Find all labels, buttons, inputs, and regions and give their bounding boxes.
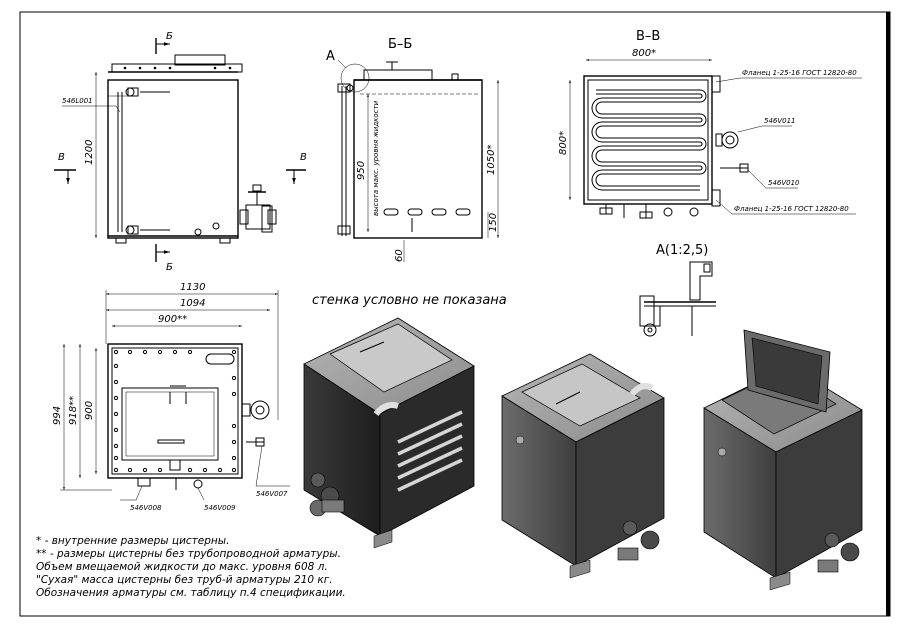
top-view: 1130 1094 900** bbox=[52, 282, 290, 512]
label-546V010: 546V010 bbox=[768, 179, 800, 187]
iso-tank-cutaway bbox=[303, 317, 475, 549]
dim-150: 150 bbox=[488, 213, 499, 232]
section-b-top: Б bbox=[166, 31, 173, 42]
iso-valve-1 bbox=[309, 472, 345, 517]
iso-caption: стенка условно не показана bbox=[312, 293, 507, 308]
dim-900-v: 900 bbox=[84, 401, 95, 420]
section-bb-title: Б–Б bbox=[388, 37, 412, 52]
label-546V008: 546V008 bbox=[130, 504, 162, 512]
detail-a-title: А(1:2,5) bbox=[656, 243, 708, 258]
dim-900-h: 900** bbox=[158, 314, 187, 325]
dim-1200: 1200 bbox=[84, 140, 95, 165]
note-max-level: высота макс. уровня жидкости bbox=[372, 100, 380, 216]
note-3: Объем вмещаемой жидкости до макс. уровня… bbox=[36, 561, 328, 573]
section-vv-view: В–В 800* 800* Фланец 1-25-16 ГОСТ 12820-… bbox=[558, 29, 862, 219]
front-view: 1200 546L001 Б Б В В bbox=[54, 31, 307, 273]
label-546L001: 546L001 bbox=[62, 97, 93, 105]
section-v-left: В bbox=[58, 152, 65, 163]
flange-label-bottom: Фланец 1-25-16 ГОСТ 12820-80 bbox=[734, 205, 849, 213]
note-1: * - внутренние размеры цистерны. bbox=[36, 535, 229, 547]
dim-950: 950 bbox=[356, 161, 367, 180]
section-b-bottom: Б bbox=[166, 262, 173, 273]
iso-valve-2 bbox=[617, 520, 660, 561]
notes-block: * - внутренние размеры цистерны. ** - ра… bbox=[36, 535, 346, 599]
top-bolts bbox=[123, 66, 232, 70]
dim-994: 994 bbox=[52, 406, 63, 425]
dim-918: 918** bbox=[68, 396, 79, 425]
iso-coil-pipes bbox=[397, 410, 463, 492]
dim-1050: 1050* bbox=[486, 145, 497, 175]
label-546V009: 546V009 bbox=[204, 504, 236, 512]
note-2: ** - размеры цистерны без трубопроводной… bbox=[36, 548, 341, 560]
gauge-v011 bbox=[721, 131, 739, 149]
iso-tank-closed bbox=[501, 353, 665, 579]
note-4: "Сухая" масса цистерны без труб-й армату… bbox=[36, 574, 333, 586]
iso-valve-3 bbox=[817, 532, 860, 573]
dim-800-w: 800* bbox=[632, 48, 656, 59]
tank-body-front bbox=[107, 79, 239, 239]
iso-tank-open bbox=[703, 329, 863, 591]
section-v-right: В bbox=[300, 152, 307, 163]
label-546V007: 546V007 bbox=[256, 490, 288, 498]
detail-a-label: А bbox=[326, 49, 335, 64]
section-vv-title: В–В bbox=[636, 29, 660, 44]
heater-slots bbox=[383, 208, 471, 216]
section-bb-view: Б–Б А 950 высота макс. уровня жидкости 1… bbox=[326, 37, 499, 262]
valve-front bbox=[239, 184, 277, 233]
dim-60: 60 bbox=[394, 249, 405, 262]
label-546V011: 546V011 bbox=[764, 117, 796, 125]
dim-800-h: 800* bbox=[558, 131, 569, 155]
top-view-bolts bbox=[113, 349, 237, 473]
heating-coil bbox=[595, 89, 707, 187]
sheet-border-right bbox=[886, 12, 890, 616]
dim-1130: 1130 bbox=[180, 282, 205, 293]
dim-1094: 1094 bbox=[180, 298, 205, 309]
note-5: Обозначения арматуры см. таблицу п.4 спе… bbox=[36, 587, 346, 599]
flange-label-top: Фланец 1-25-16 ГОСТ 12820-80 bbox=[742, 69, 857, 77]
detail-a-view: А(1:2,5) bbox=[639, 243, 716, 337]
